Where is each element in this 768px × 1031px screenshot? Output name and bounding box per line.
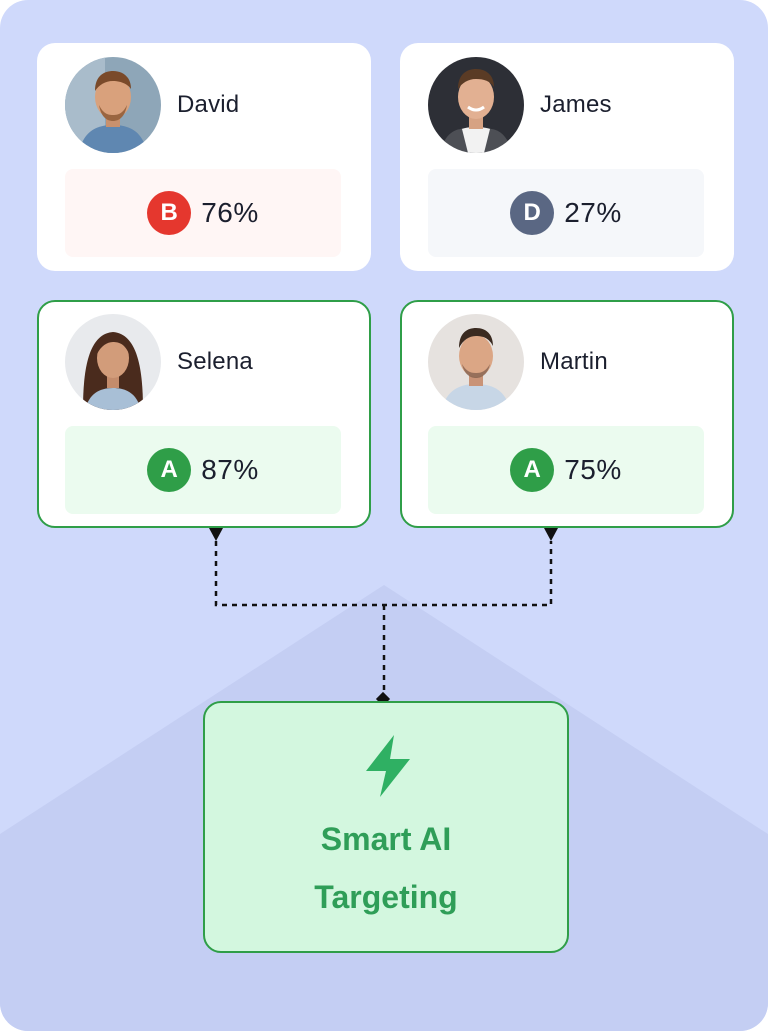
candidate-name: Selena [177,348,253,375]
candidate-card-james[interactable]: James D 27% [400,43,734,271]
target-title-line2: Targeting [314,879,458,915]
score-percent: 27% [564,197,622,228]
target-title-line1: Smart AI [320,821,452,857]
avatar-david [65,57,161,153]
candidate-name: Martin [540,348,608,375]
score-box: A 75% [428,426,704,514]
smart-ai-targeting-box[interactable]: Smart AI Targeting [203,701,569,953]
score-box: D 27% [428,169,704,257]
avatar-selena [65,314,161,410]
candidate-card-martin[interactable]: Martin A 75% [400,300,734,528]
candidate-card-david[interactable]: David B 76% [37,43,371,271]
candidate-card-selena[interactable]: Selena A 87% [37,300,371,528]
avatar-martin [428,314,524,410]
score-box: B 76% [65,169,341,257]
grade-badge: A [147,448,192,492]
grade-badge: A [510,448,555,492]
candidate-name: James [540,91,612,118]
grade-badge: D [510,191,555,235]
grade-badge: B [147,191,192,235]
score-percent: 87% [201,454,259,485]
lightning-bolt-icon [366,735,410,797]
candidate-name: David [177,91,240,118]
score-percent: 76% [201,197,259,228]
avatar-james [428,57,524,153]
score-percent: 75% [564,454,622,485]
score-box: A 87% [65,426,341,514]
